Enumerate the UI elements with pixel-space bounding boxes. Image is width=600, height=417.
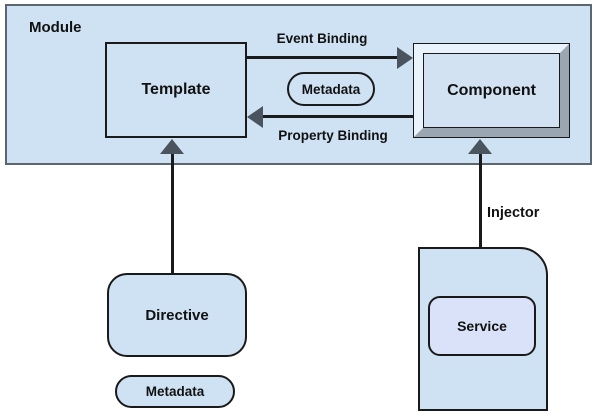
arrowhead-left-icon: [247, 106, 263, 128]
property-binding-line: [263, 115, 413, 118]
node-directive: Directive: [107, 273, 247, 357]
node-service: Service: [428, 296, 536, 356]
node-template: Template: [105, 42, 247, 138]
node-component: Component: [413, 43, 570, 138]
directive-to-template-line: [171, 152, 174, 273]
injector-line: [479, 152, 482, 297]
service-label: Service: [457, 318, 507, 334]
event-binding-line: [246, 56, 398, 59]
injector-label: Injector: [487, 205, 540, 221]
node-metadata-bottom: Metadata: [115, 375, 235, 408]
event-binding-label: Event Binding: [276, 31, 368, 46]
metadata-bottom-label: Metadata: [145, 384, 205, 399]
template-label: Template: [141, 81, 211, 98]
arrowhead-right-icon: [397, 47, 413, 69]
node-metadata-top: Metadata: [287, 72, 375, 106]
metadata-top-label: Metadata: [301, 81, 361, 97]
arrowhead-up-icon: [468, 139, 492, 154]
component-label: Component: [447, 81, 536, 99]
directive-label: Directive: [145, 306, 209, 324]
module-label: Module: [29, 19, 82, 36]
component-inner-box: Component: [423, 53, 560, 128]
arrowhead-up-icon: [160, 139, 184, 154]
component-bevel-frame: Component: [414, 44, 569, 137]
property-binding-label: Property Binding: [278, 128, 388, 143]
